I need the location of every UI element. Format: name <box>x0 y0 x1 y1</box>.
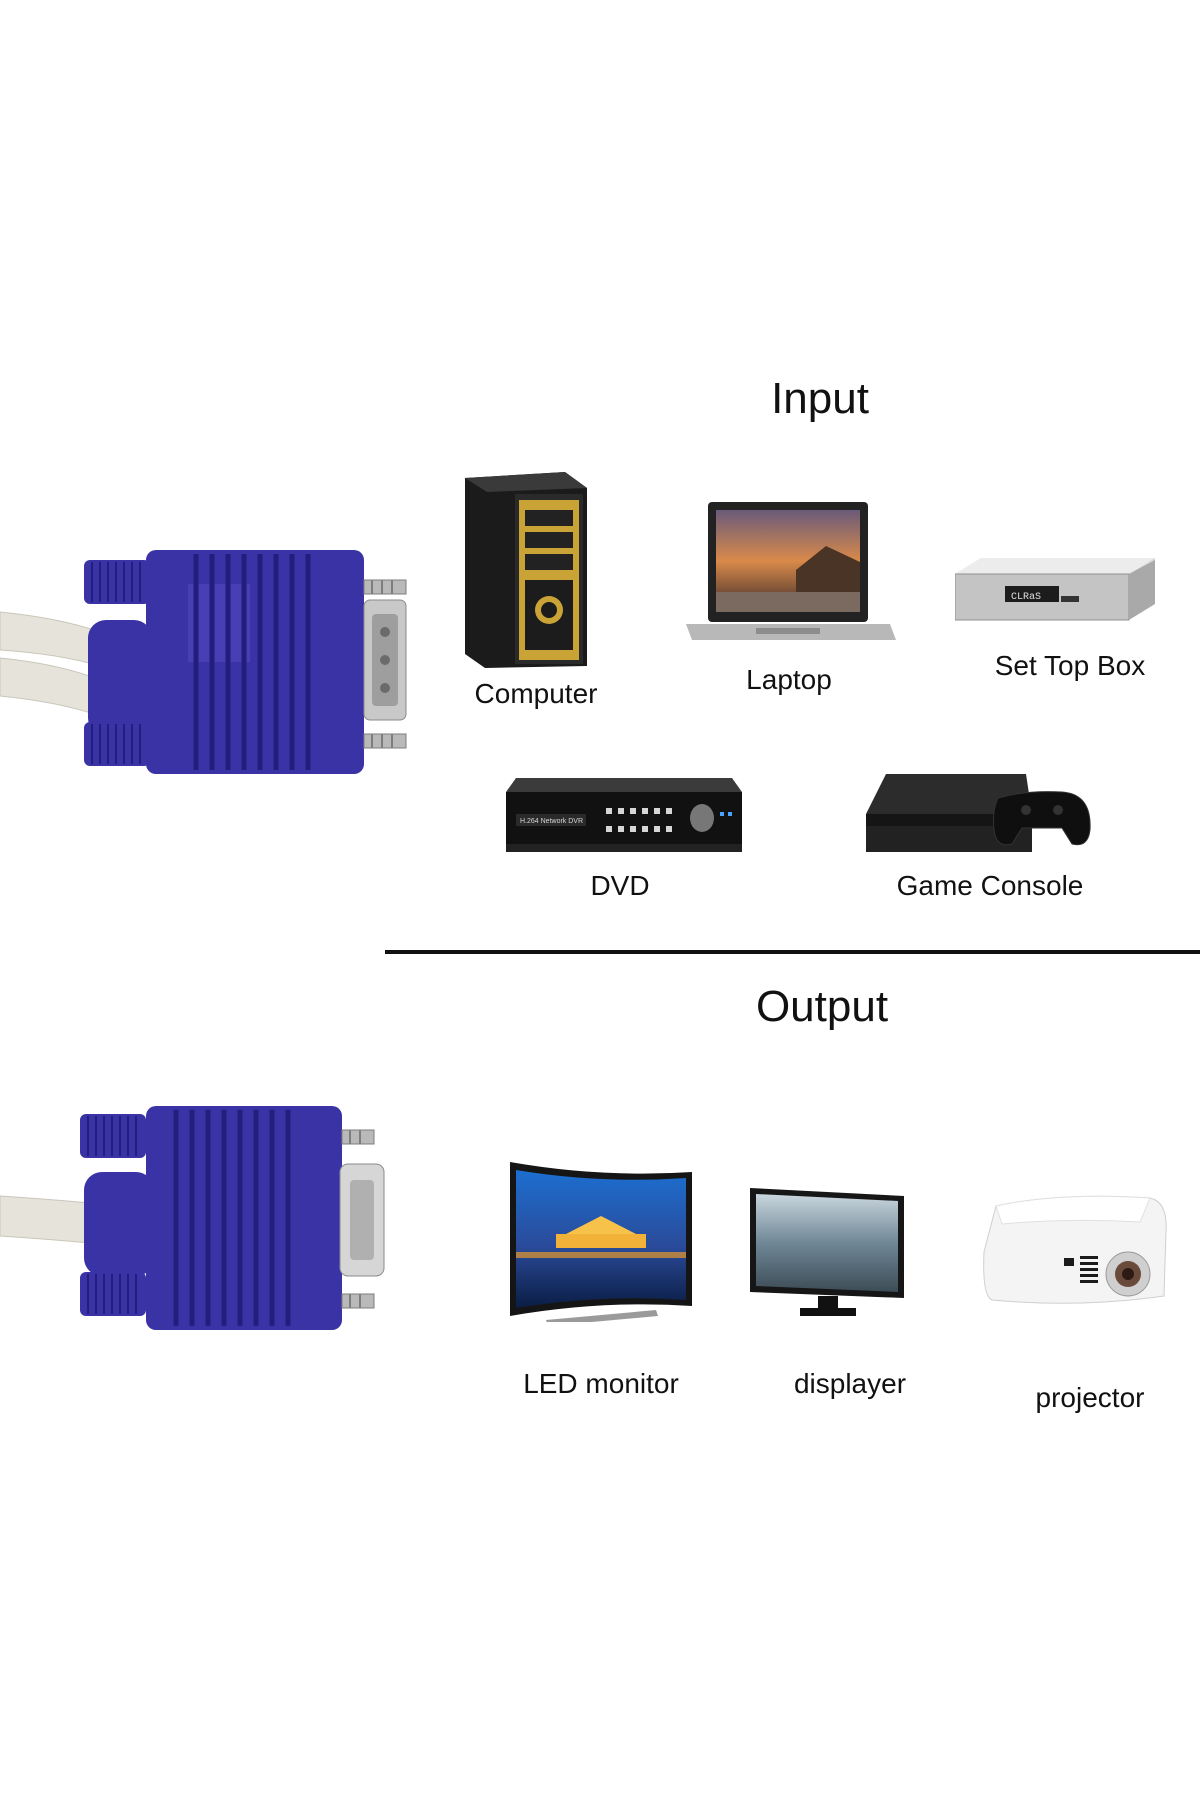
device-label-computer: Computer <box>474 678 598 709</box>
device-label-set-top-box: Set Top Box <box>994 650 1146 681</box>
computer-tower-icon <box>455 470 595 670</box>
dvd-panel-text: H.264 Network DVR <box>520 818 583 825</box>
monitor-icon <box>748 1186 908 1320</box>
vga-male-connector-image <box>0 540 420 780</box>
device-label-led-monitor: LED monitor <box>523 1368 679 1399</box>
device-label-displayer: displayer <box>793 1368 907 1399</box>
projector-icon <box>980 1192 1170 1312</box>
input-heading: Input <box>771 374 869 423</box>
dvd-recorder-icon: H.264 Network DVR <box>506 778 742 854</box>
device-label-projector: projector <box>1035 1382 1145 1413</box>
section-divider <box>385 950 1200 954</box>
device-label-laptop: Laptop <box>746 664 832 695</box>
output-heading: Output <box>755 982 889 1031</box>
set-top-box-icon: CLRaS <box>955 556 1155 626</box>
curved-tv-icon <box>506 1160 696 1322</box>
device-label-game-console: Game Console <box>896 870 1084 901</box>
vga-female-connector-image <box>0 1100 390 1340</box>
set-top-box-display: CLRaS <box>1011 592 1041 603</box>
game-console-icon <box>866 770 1096 860</box>
laptop-icon <box>686 500 896 650</box>
device-label-dvd: DVD <box>590 870 650 901</box>
